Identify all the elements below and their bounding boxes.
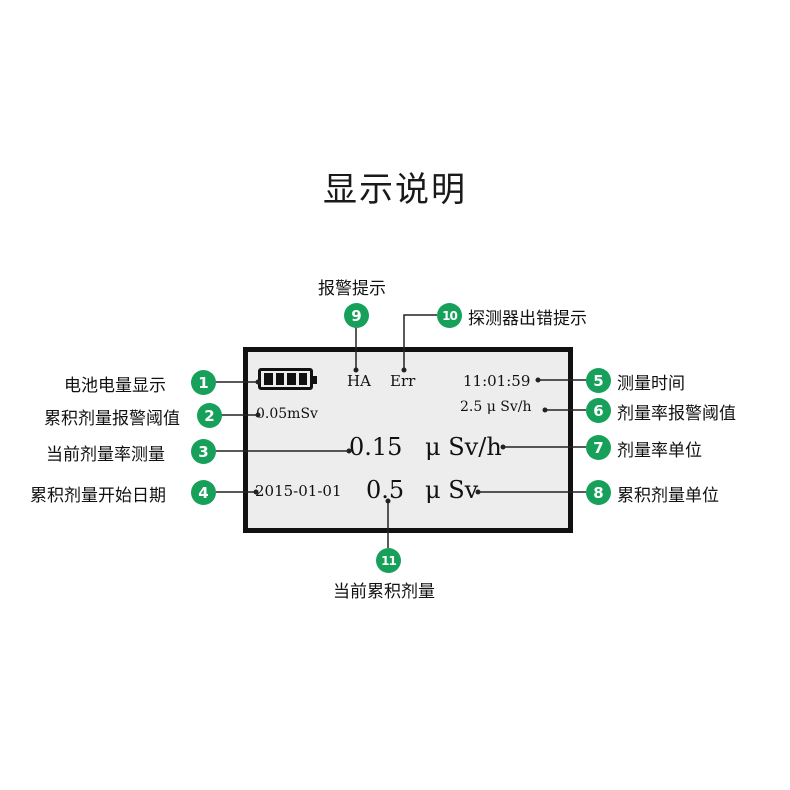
callout-label-3: 当前剂量率测量 <box>46 445 165 465</box>
dose-rate-alarm-threshold: 2.5 μ Sv/h <box>460 399 532 415</box>
callout-badge-3: 3 <box>191 439 216 464</box>
callout-badge-1: 1 <box>191 370 216 395</box>
cumulative-dose-unit: μ Sv <box>425 476 479 504</box>
cumulative-dose-value: 0.5 <box>366 476 405 504</box>
page-title: 显示说明 <box>323 170 467 210</box>
lcd-screen <box>243 347 573 533</box>
callout-badge-9: 9 <box>344 303 369 328</box>
callout-badge-11: 11 <box>376 548 401 573</box>
callout-label-8: 累积剂量单位 <box>617 486 719 506</box>
callout-badge-10: 10 <box>437 303 462 328</box>
callout-label-6: 剂量率报警阈值 <box>617 404 736 424</box>
cumulative-dose-alarm-threshold: 0.05mSv <box>256 406 318 422</box>
callout-badge-5: 5 <box>586 368 611 393</box>
callout-badge-6: 6 <box>586 398 611 423</box>
callout-label-7: 剂量率单位 <box>617 441 702 461</box>
measurement-time: 11:01:59 <box>463 372 531 390</box>
callout-badge-8: 8 <box>586 480 611 505</box>
alarm-indicator-ha: HA <box>347 372 371 390</box>
callout-label-5: 测量时间 <box>617 374 685 394</box>
battery-icon <box>258 368 317 390</box>
callout-badge-2: 2 <box>197 403 222 428</box>
callout-badge-4: 4 <box>191 480 216 505</box>
callout-label-11: 当前累积剂量 <box>333 582 435 602</box>
cumulative-start-date: 2015-01-01 <box>255 482 342 500</box>
callout-label-2: 累积剂量报警阈值 <box>44 409 180 429</box>
callout-label-9: 报警提示 <box>318 279 386 299</box>
detector-error-indicator: Err <box>390 372 416 390</box>
callout-label-4: 累积剂量开始日期 <box>30 486 166 506</box>
dose-rate-value: 0.15 <box>349 433 403 461</box>
callout-badge-7: 7 <box>586 435 611 460</box>
dose-rate-unit: μ Sv/h <box>425 433 502 461</box>
callout-label-10: 探测器出错提示 <box>468 309 587 329</box>
callout-label-1: 电池电量显示 <box>64 376 166 396</box>
